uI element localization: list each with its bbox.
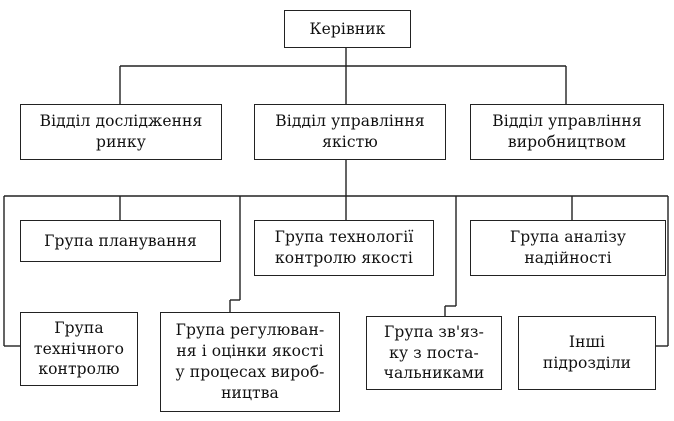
node-group-other-units: Інші підрозділи bbox=[518, 316, 656, 390]
node-group-regulation: Група регулюван- ня і оцінки якості у пр… bbox=[160, 312, 340, 412]
node-dept-production-label: Відділ управління виробництвом bbox=[492, 112, 642, 151]
node-root: Керівник bbox=[284, 10, 411, 48]
node-group-control-technology: Група технології контролю якості bbox=[254, 220, 434, 276]
node-dept-market-label: Відділ дослідження ринку bbox=[39, 112, 203, 151]
node-group-suppliers: Група зв'яз- ку з поста- чальниками bbox=[366, 316, 502, 390]
node-group-technical-control: Група технічного контролю bbox=[20, 312, 138, 386]
node-group-regulation-label: Група регулюван- ня і оцінки якості у пр… bbox=[175, 321, 325, 402]
node-dept-market: Відділ дослідження ринку bbox=[20, 104, 222, 160]
node-group-planning: Група планування bbox=[20, 220, 221, 262]
node-group-reliability-label: Група аналізу надійності bbox=[509, 228, 627, 267]
node-dept-production: Відділ управління виробництвом bbox=[470, 104, 664, 160]
node-dept-quality-label: Відділ управління якістю bbox=[275, 112, 425, 151]
node-group-suppliers-label: Група зв'яз- ку з поста- чальниками bbox=[383, 322, 485, 383]
node-group-other-units-label: Інші підрозділи bbox=[542, 333, 632, 372]
node-root-label: Керівник bbox=[309, 19, 386, 38]
node-group-control-technology-label: Група технології контролю якості bbox=[274, 228, 414, 267]
node-group-reliability: Група аналізу надійності bbox=[470, 220, 666, 276]
node-dept-quality: Відділ управління якістю bbox=[254, 104, 446, 160]
node-group-technical-control-label: Група технічного контролю bbox=[33, 318, 125, 379]
node-group-planning-label: Група планування bbox=[44, 231, 197, 250]
